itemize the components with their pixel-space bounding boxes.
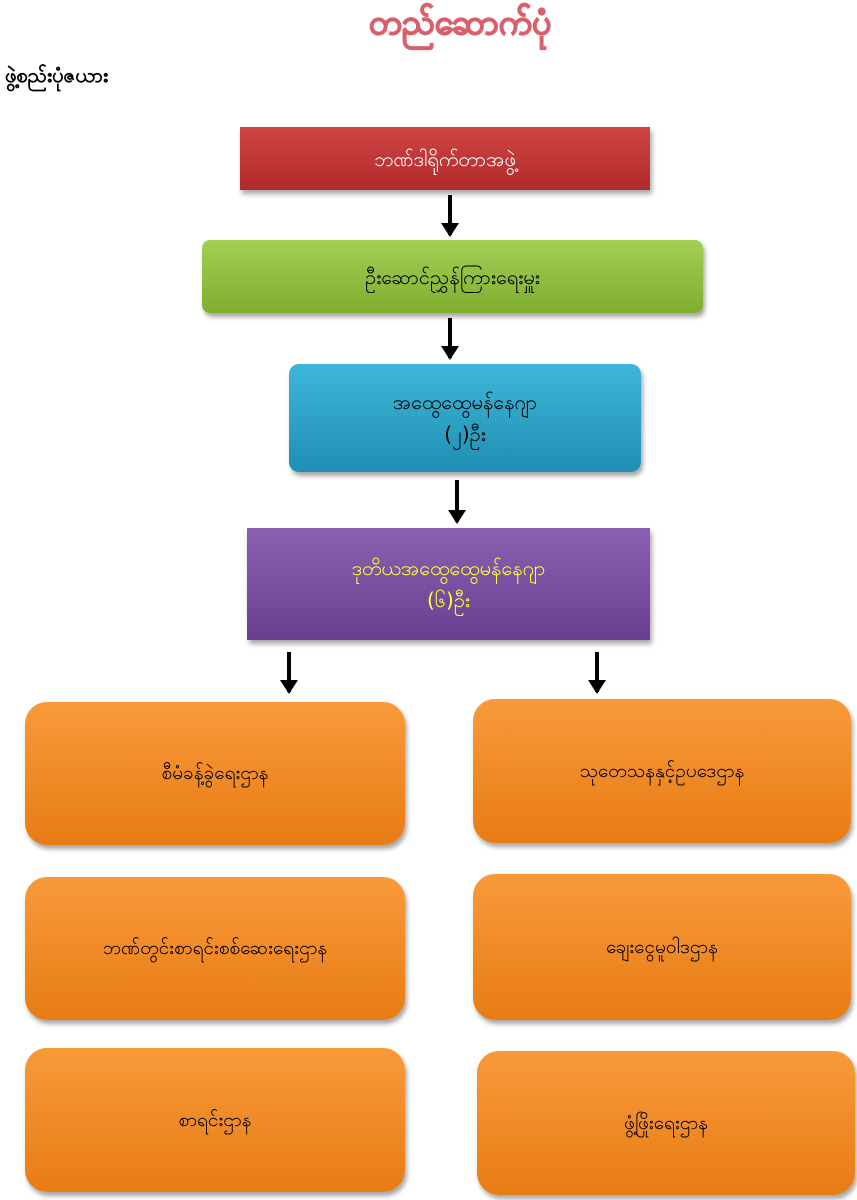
chart-subtitle: ဖွဲ့စည်းပုံဇယား bbox=[5, 63, 109, 87]
department-box: သုတေသနနှင့်ဥပဒေဌာန bbox=[473, 699, 851, 843]
deputy-general-manager-box: ဒုတိယအထွေထွေမန်နေဂျာ (၆)ဦး bbox=[247, 528, 650, 640]
page-title: တည်ဆောက်ပုံ bbox=[368, 2, 552, 43]
department-label: ချေးငွေမူဝါဒဌာန bbox=[606, 935, 718, 958]
arrow-down-icon bbox=[441, 195, 459, 237]
deputy-general-manager-label: ဒုတိယအထွေထွေမန်နေဂျာ bbox=[351, 556, 546, 580]
department-box: စီမံခန့်ခွဲရေးဌာန bbox=[25, 702, 405, 845]
deputy-general-manager-count: (၆)ဦး bbox=[426, 588, 471, 612]
department-box: စာရင်းဌာန bbox=[25, 1048, 405, 1192]
general-manager-count: (၂)ဦး bbox=[444, 422, 486, 446]
arrow-down-icon bbox=[280, 652, 298, 694]
board-of-directors-box: ဘဏ်ဒါရိုက်တာအဖွဲ့ bbox=[240, 127, 650, 190]
department-box: ဘဏ်တွင်းစာရင်းစစ်ဆေးရေးဌာန bbox=[25, 877, 405, 1020]
board-label: ဘဏ်ဒါရိုက်တာအဖွဲ့ bbox=[374, 146, 516, 171]
managing-director-box: ဦးဆောင်ညွှန်ကြားရေးမှူး bbox=[202, 240, 703, 313]
managing-director-label: ဦးဆောင်ညွှန်ကြားရေးမှူး bbox=[365, 264, 540, 289]
arrow-down-icon bbox=[588, 652, 606, 694]
department-label: ဘဏ်တွင်းစာရင်းစစ်ဆေးရေးဌာန bbox=[102, 937, 328, 960]
general-manager-box: အထွေထွေမန်နေဂျာ (၂)ဦး bbox=[289, 364, 641, 472]
general-manager-label: အထွေထွေမန်နေဂျာ bbox=[392, 390, 538, 414]
department-label: စာရင်းဌာန bbox=[178, 1108, 252, 1131]
department-label: စီမံခန့်ခွဲရေးဌာန bbox=[161, 762, 269, 785]
department-label: သုတေသနနှင့်ဥပဒေဌာန bbox=[579, 759, 745, 782]
arrow-down-icon bbox=[448, 480, 466, 524]
department-box: ဖွံ့ဖြိုးရေးဌာန bbox=[477, 1051, 855, 1195]
department-box: ချေးငွေမူဝါဒဌာန bbox=[473, 874, 851, 1020]
department-label: ဖွံ့ဖြိုးရေးဌာန bbox=[624, 1111, 708, 1134]
arrow-down-icon bbox=[441, 318, 459, 360]
